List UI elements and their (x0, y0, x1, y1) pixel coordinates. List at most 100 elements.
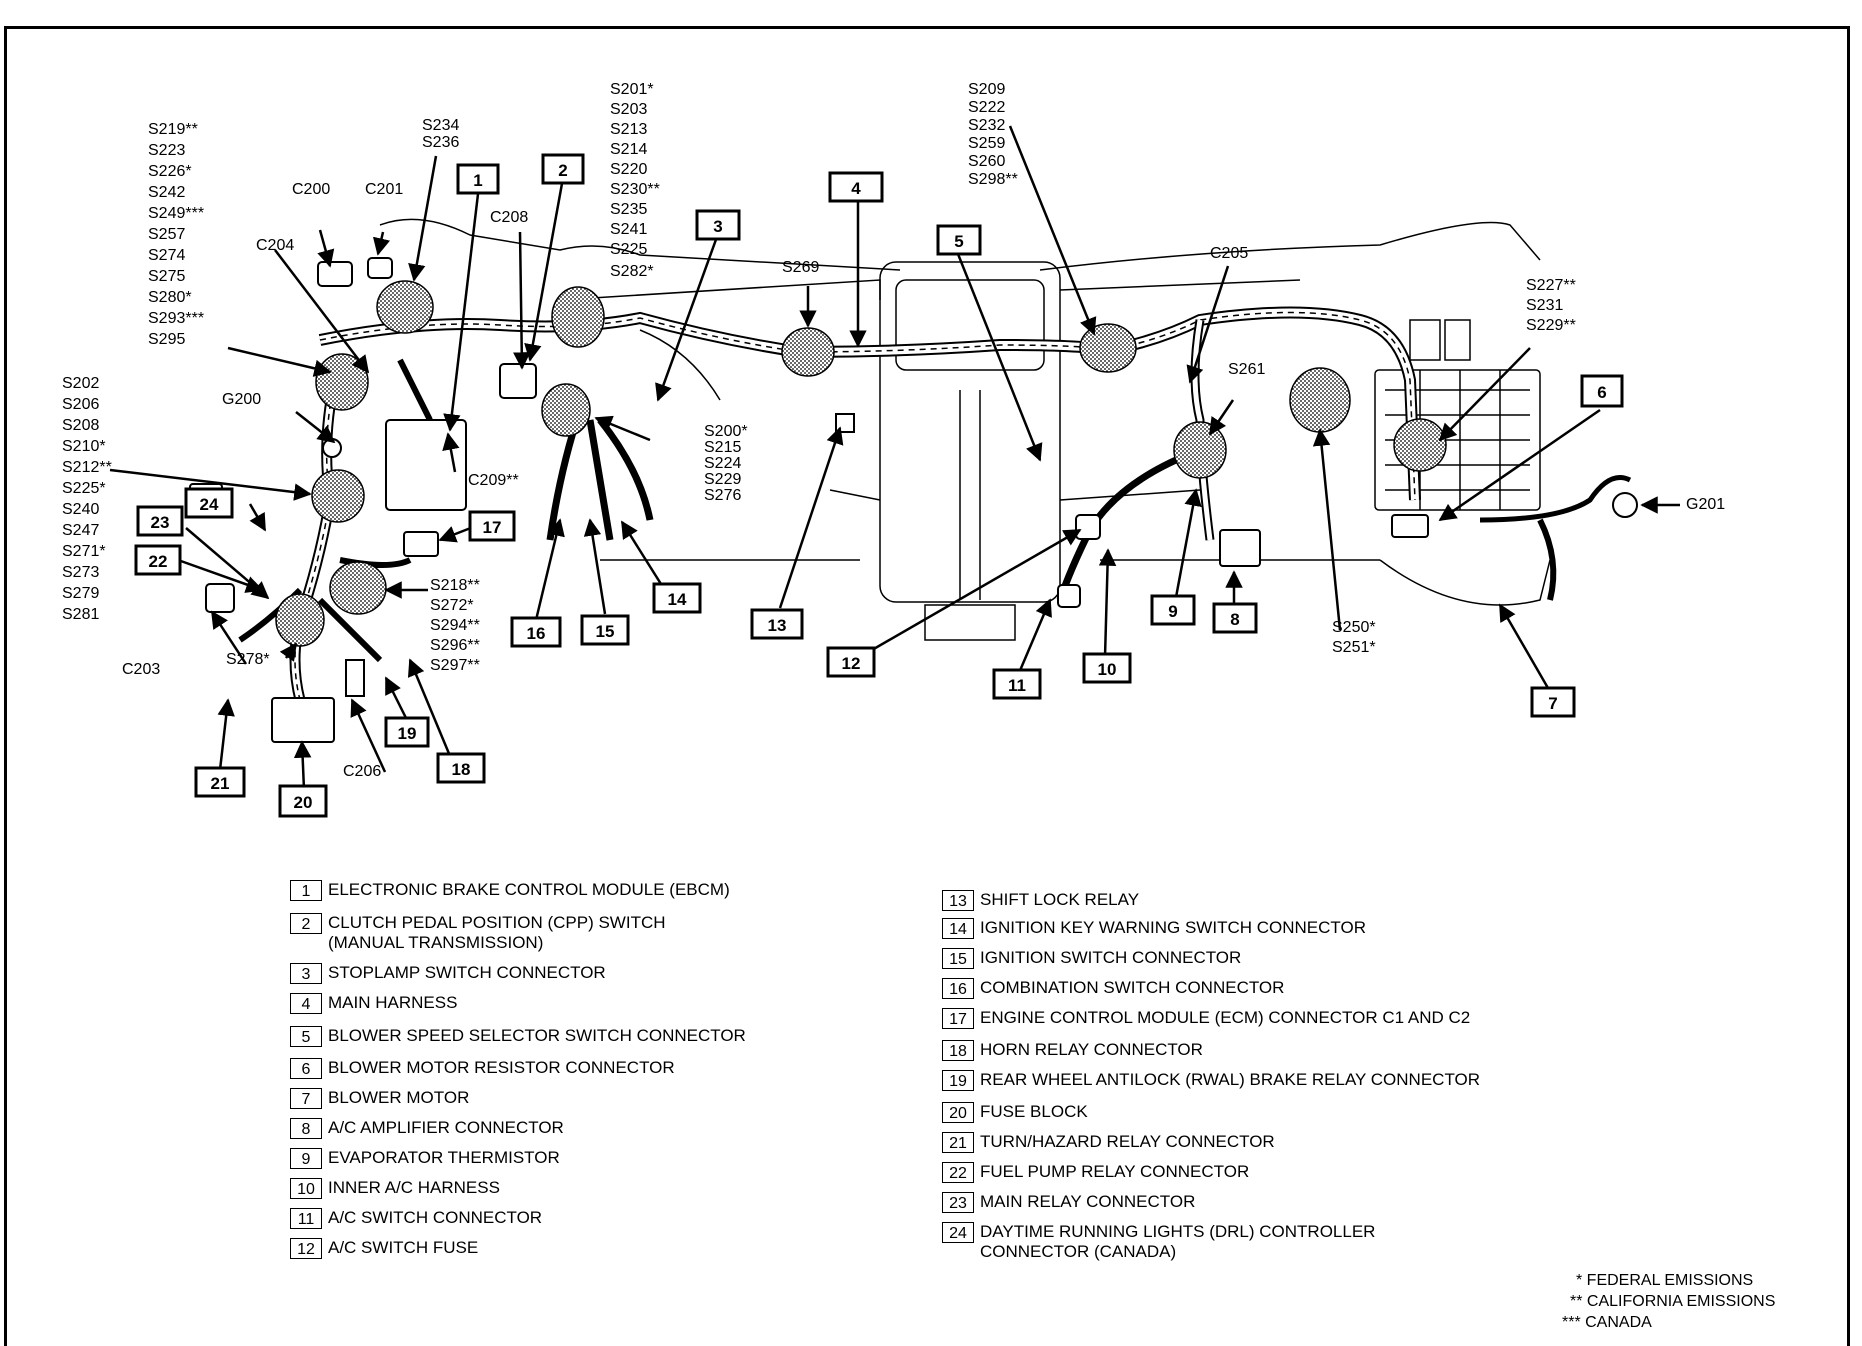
svg-text:S296**: S296** (430, 637, 480, 654)
legend-number: 11 (290, 1208, 322, 1229)
splice-list-s201: S201* S203 S213 S214 S220 S230** S235 S2… (610, 81, 660, 280)
legend-number: 15 (942, 948, 974, 969)
callout-17: 17 (468, 510, 516, 542)
svg-text:S282*: S282* (610, 263, 654, 280)
svg-text:15: 15 (596, 622, 615, 641)
svg-text:S229: S229 (704, 471, 741, 488)
note-california: ** CALIFORNIA EMISSIONS (1570, 1293, 1776, 1310)
c208-connector (499, 363, 537, 399)
svg-text:13: 13 (768, 616, 787, 635)
callout-14: 14 (652, 582, 702, 614)
legend-item-11: 11 A/C SWITCH CONNECTOR (290, 1208, 542, 1229)
svg-text:S295: S295 (148, 331, 185, 348)
legend-text: A/C SWITCH CONNECTOR (328, 1208, 543, 1227)
legend-number: 18 (942, 1040, 974, 1061)
c203-connector (205, 583, 235, 613)
splice-list-s219: S219** S223 S226* S242 S249*** S257 S274… (148, 121, 204, 348)
legend-text: EVAPORATOR THERMISTOR (328, 1148, 560, 1167)
legend-number: 24 (942, 1222, 974, 1243)
svg-text:S200*: S200* (704, 423, 748, 440)
svg-text:20: 20 (294, 793, 313, 812)
diagram-frame (4, 26, 1850, 1346)
svg-text:S227**: S227** (1526, 277, 1576, 294)
legend-number: 2 (290, 913, 322, 934)
legend-number: 17 (942, 1008, 974, 1029)
svg-text:S212**: S212** (62, 459, 112, 476)
svg-text:S293***: S293*** (148, 310, 204, 327)
svg-text:S225: S225 (610, 241, 647, 258)
svg-text:9: 9 (1168, 602, 1177, 621)
svg-text:S231: S231 (1526, 297, 1563, 314)
label-c208: C208 (490, 209, 528, 226)
ac-switch-fuse (1075, 514, 1101, 540)
svg-text:5: 5 (954, 232, 963, 251)
svg-text:S213: S213 (610, 121, 647, 138)
svg-text:12: 12 (842, 654, 861, 673)
c206-connector (345, 659, 365, 697)
svg-text:16: 16 (527, 624, 546, 643)
svg-text:18: 18 (452, 760, 471, 779)
legend-text: SHIFT LOCK RELAY (980, 890, 1140, 909)
callout-boxes: 1 2 3 4 5 6 7 8 9 10 11 12 13 14 15 16 1… (134, 153, 1624, 818)
svg-text:S202: S202 (62, 375, 99, 392)
legend-text: IGNITION SWITCH CONNECTOR (980, 948, 1242, 967)
callout-22: 22 (134, 544, 182, 576)
footnotes: * FEDERAL EMISSIONS ** CALIFORNIA EMISSI… (1550, 1270, 1775, 1333)
callout-3: 3 (695, 209, 741, 241)
svg-text:S234: S234 (422, 117, 459, 134)
svg-text:S271*: S271* (62, 543, 106, 560)
legend-number: 7 (290, 1088, 322, 1109)
callout-13: 13 (750, 608, 804, 640)
label-c201: C201 (365, 181, 403, 198)
legend-number: 21 (942, 1132, 974, 1153)
svg-text:21: 21 (211, 774, 230, 793)
svg-text:14: 14 (668, 590, 687, 609)
splice-list-s250: S250* S251* (1332, 619, 1376, 656)
label-s261: S261 (1228, 361, 1265, 378)
legend-number: 1 (290, 880, 322, 901)
callout-8: 8 (1212, 602, 1258, 634)
svg-text:4: 4 (851, 179, 861, 198)
c200-connector (317, 261, 353, 287)
svg-text:S208: S208 (62, 417, 99, 434)
svg-text:S210*: S210* (62, 438, 106, 455)
label-c203: C203 (122, 661, 160, 678)
callout-10: 10 (1082, 652, 1132, 684)
legend-text: HORN RELAY CONNECTOR (980, 1040, 1203, 1059)
blower-resistor-connector (1391, 514, 1429, 538)
svg-text:S273: S273 (62, 564, 99, 581)
legend-text: REAR WHEEL ANTILOCK (RWAL) BRAKE RELAY C… (980, 1070, 1481, 1089)
svg-text:S260: S260 (968, 153, 1005, 170)
legend-text: FUSE BLOCK (980, 1102, 1088, 1121)
legend-text: STOPLAMP SWITCH CONNECTOR (328, 963, 606, 982)
part-labels: C200 C201 C204 C208 C205 C209** C203 C20… (122, 181, 1725, 780)
svg-text:S229**: S229** (1526, 317, 1576, 334)
legend-number: 13 (942, 890, 974, 911)
note-federal: * FEDERAL EMISSIONS (1576, 1272, 1754, 1289)
svg-text:S222: S222 (968, 99, 1005, 116)
note-canada: *** CANADA (1562, 1314, 1652, 1331)
svg-text:S250*: S250* (1332, 619, 1376, 636)
legend-text: A/C AMPLIFIER CONNECTOR (328, 1118, 564, 1137)
svg-text:S240: S240 (62, 501, 99, 518)
legend-item-13: 13 SHIFT LOCK RELAY (942, 890, 1139, 911)
legend-number: 5 (290, 1026, 322, 1047)
legend-number: 23 (942, 1192, 974, 1213)
svg-text:S235: S235 (610, 201, 647, 218)
callout-4: 4 (828, 171, 884, 203)
dashboard-outline (379, 218, 1551, 641)
label-s278: S278* (226, 651, 270, 668)
svg-text:8: 8 (1230, 610, 1239, 629)
svg-text:S294**: S294** (430, 617, 480, 634)
svg-text:S209: S209 (968, 81, 1005, 98)
ac-switch-connector (1057, 584, 1081, 608)
